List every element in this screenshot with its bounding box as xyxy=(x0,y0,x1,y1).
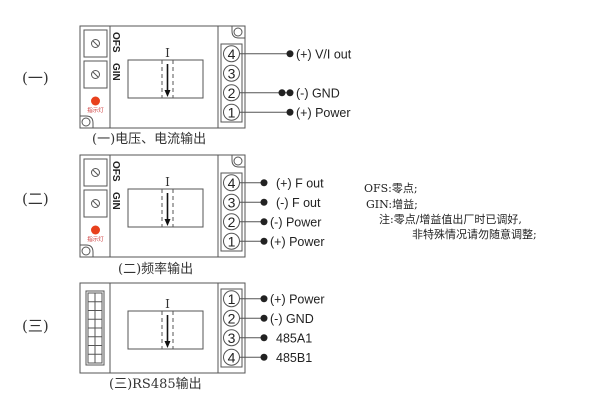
current-symbol: I xyxy=(165,175,170,189)
notes-block: OFS:零点; GIN:增益; 注:零点/增益值出厂时已调好, 非特殊情况请勿随… xyxy=(364,182,537,241)
terminal-dot-icon xyxy=(260,218,268,226)
pin-number: 1 xyxy=(228,104,236,120)
sensor-window xyxy=(127,188,204,228)
pin-label: (+) V/I out xyxy=(296,47,352,61)
pin-label: 485B1 xyxy=(276,351,312,365)
terminal-dot-icon xyxy=(260,295,268,303)
screw-slot xyxy=(92,169,99,176)
pin-label: (+) Power xyxy=(296,106,351,120)
pin-number: 3 xyxy=(228,194,236,210)
module-caption: (三)RS485输出 xyxy=(109,376,202,392)
pot-label-ofs: OFS xyxy=(110,32,121,53)
connector-block xyxy=(85,290,105,366)
arrow-head-icon xyxy=(164,90,171,97)
terminal-pin xyxy=(223,64,240,82)
pin-number: 1 xyxy=(228,291,236,307)
module-rs485: (三) (三)RS485输出 I 1 (+) Power 2 (-) GND 3 485A1… xyxy=(22,282,325,392)
pin-label: (-) GND xyxy=(270,312,314,326)
section-label: (三) xyxy=(22,317,49,335)
mount-bracket xyxy=(80,244,94,257)
current-symbol: I xyxy=(165,46,170,60)
module-caption: (二)频率输出 xyxy=(118,261,193,277)
sensor-window xyxy=(127,310,204,350)
arrow-head-icon xyxy=(164,219,171,226)
arrow-head-icon xyxy=(164,341,171,348)
terminal-block xyxy=(220,172,243,252)
pin-number: 4 xyxy=(228,175,236,191)
section-label: (二) xyxy=(22,190,49,208)
note-ofs: OFS:零点; xyxy=(364,182,418,195)
trim-screw-icon xyxy=(91,70,100,79)
pin-label: (-) GND xyxy=(296,86,340,100)
pin-number: 2 xyxy=(228,214,236,230)
terminal-dot-icon xyxy=(286,89,294,97)
pin-number: 3 xyxy=(228,330,236,346)
potentiometer xyxy=(83,60,108,89)
terminal-block xyxy=(220,43,243,123)
pot-label-gin: GIN xyxy=(110,192,121,210)
pin-label: 485A1 xyxy=(276,331,312,345)
pin-number: 3 xyxy=(228,65,236,81)
mount-bracket xyxy=(231,26,245,39)
terminal-dot-icon xyxy=(260,198,268,206)
led-label: 指示灯 xyxy=(87,106,104,114)
terminal-dot-icon xyxy=(286,108,294,116)
trim-screw-icon xyxy=(91,39,100,48)
current-symbol: I xyxy=(165,297,170,311)
sensor-window xyxy=(127,59,204,99)
mount-hole-icon xyxy=(233,27,243,37)
pin-number: 2 xyxy=(228,85,236,101)
section-label: (一) xyxy=(22,69,49,87)
terminal-block xyxy=(220,288,243,368)
indicator-led xyxy=(91,96,100,106)
pin-label: (-) Power xyxy=(270,215,321,229)
mount-hole-icon xyxy=(81,246,91,256)
screw-slot xyxy=(92,200,99,207)
module-housing xyxy=(79,154,246,258)
potentiometer xyxy=(83,189,108,218)
module-housing xyxy=(79,282,246,374)
pin-number: 1 xyxy=(228,233,236,249)
pin-number: 2 xyxy=(228,310,236,326)
potentiometer xyxy=(83,158,108,187)
terminal-dot-icon xyxy=(286,50,294,58)
pin-label: (+) Power xyxy=(270,292,325,306)
terminal-dot-icon xyxy=(260,314,268,322)
terminal-dot-icon xyxy=(260,237,268,245)
module-voltage-current: (一) (一)电压、电流输出 I OFS GIN 指示灯 4 (+) V/I out 3 2 (… xyxy=(22,25,352,147)
pot-label-gin: GIN xyxy=(110,63,121,81)
module-frequency: (二) (二)频率输出 I OFS GIN 指示灯 4 (+) F out 3 (-) F o… xyxy=(22,154,325,277)
terminal-dot-icon xyxy=(278,89,286,97)
note-line-2: 非特殊情况请勿随意调整; xyxy=(412,227,537,241)
pin-number: 4 xyxy=(228,349,236,365)
connector-inner xyxy=(87,292,103,364)
pin-label: (+) F out xyxy=(276,176,324,190)
mount-hole-icon xyxy=(233,156,243,166)
note-gin: GIN:增益; xyxy=(366,197,418,211)
mount-bracket xyxy=(231,155,245,168)
note-line-1: 注:零点/增益值出厂时已调好, xyxy=(379,212,522,226)
pin-label: (-) F out xyxy=(276,196,321,210)
trim-screw-icon xyxy=(91,168,100,177)
module-caption: (一)电压、电流输出 xyxy=(92,131,206,147)
screw-slot xyxy=(92,71,99,78)
potentiometer xyxy=(83,29,108,58)
indicator-led xyxy=(91,225,100,235)
mount-hole-icon xyxy=(81,117,91,127)
pin-number: 4 xyxy=(228,46,236,62)
pot-label-ofs: OFS xyxy=(110,161,121,182)
screw-slot xyxy=(92,40,99,47)
led-label: 指示灯 xyxy=(87,235,104,243)
pin-label: (+) Power xyxy=(270,235,325,249)
terminal-dot-icon xyxy=(260,353,268,361)
trim-screw-icon xyxy=(91,199,100,208)
module-housing xyxy=(79,25,246,129)
terminal-dot-icon xyxy=(260,179,268,187)
mount-bracket xyxy=(80,115,94,128)
terminal-dot-icon xyxy=(260,334,268,342)
